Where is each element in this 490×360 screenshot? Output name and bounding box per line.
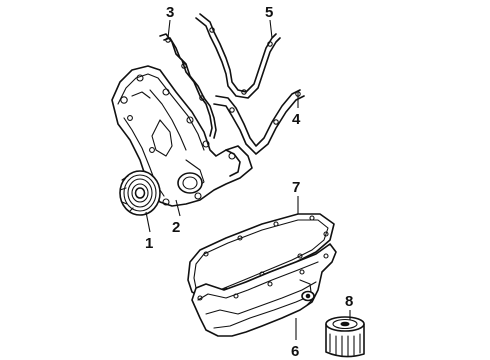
cover-gasket-lower (213, 89, 305, 177)
cover-gasket-right (195, 13, 281, 99)
callout-4: 4 (292, 111, 301, 128)
callout-7: 7 (292, 179, 300, 196)
callout-8: 8 (345, 293, 353, 310)
callouts: 3 5 4 1 2 7 6 8 (145, 4, 353, 360)
crankshaft-pulley (119, 170, 161, 216)
leader-lines (145, 19, 351, 340)
leader-5 (269, 19, 273, 39)
leader-3 (167, 19, 171, 39)
callout-1: 1 (145, 235, 153, 252)
callout-5: 5 (265, 4, 273, 21)
leader-2 (175, 199, 181, 217)
cover-gasket-left (159, 33, 217, 139)
oil-filter (325, 316, 365, 358)
callout-3: 3 (166, 4, 174, 21)
callout-6: 6 (291, 343, 299, 360)
oil-pan (191, 243, 337, 337)
leader-1 (145, 211, 151, 233)
callout-2: 2 (172, 219, 180, 236)
